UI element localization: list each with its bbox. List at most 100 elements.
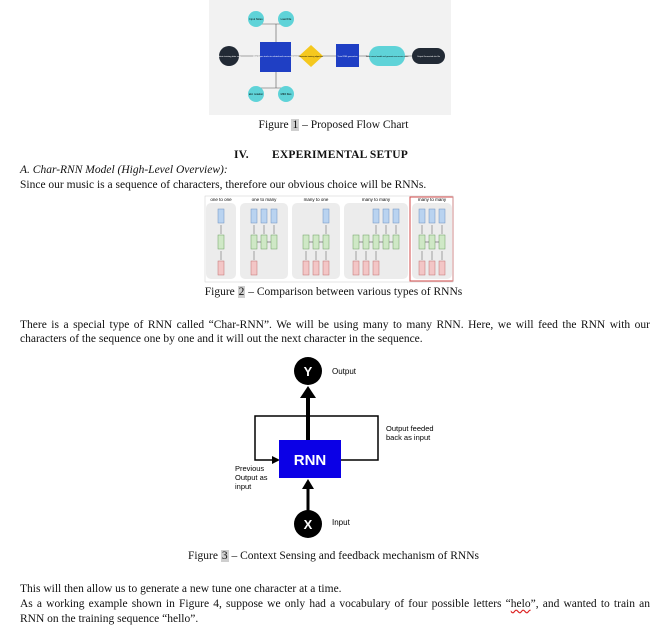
hidden-cell bbox=[438, 234, 446, 250]
feedback-label-1: Output feeded bbox=[386, 424, 434, 433]
output-cell bbox=[418, 208, 426, 224]
hidden-cell bbox=[217, 234, 225, 250]
input-cell bbox=[418, 260, 426, 276]
paragraph-2-line-1: There is a special type of RNN called “C… bbox=[20, 319, 650, 331]
figure-number: 3 bbox=[220, 550, 229, 562]
section-title: EXPERIMENTAL SETUP bbox=[272, 149, 408, 161]
output-cell bbox=[270, 208, 278, 224]
node-training-data bbox=[219, 46, 239, 66]
node-training-data-label: Obtain training data sets bbox=[217, 55, 242, 58]
input-cell bbox=[217, 260, 225, 276]
previous-label-1: Previous bbox=[235, 464, 264, 473]
rnn-label: RNN bbox=[294, 452, 327, 469]
node-load-file-label: Load File bbox=[281, 17, 292, 21]
output-node bbox=[294, 357, 322, 385]
rnn-types-diagram: one to one one to many many to one many to … bbox=[204, 195, 454, 283]
input-cell bbox=[438, 260, 446, 276]
hidden-cell bbox=[250, 234, 258, 250]
hidden-cell bbox=[392, 234, 400, 250]
misspelled-word: helo bbox=[510, 598, 531, 610]
hidden-cell bbox=[312, 234, 320, 250]
hidden-cell bbox=[418, 234, 426, 250]
hidden-cell bbox=[428, 234, 436, 250]
input-cell bbox=[428, 260, 436, 276]
previous-label-3: input bbox=[235, 482, 252, 491]
input-cell bbox=[322, 260, 330, 276]
hidden-cell bbox=[322, 234, 330, 250]
rnn-type-label: one to one bbox=[210, 197, 232, 202]
output-cell bbox=[217, 208, 225, 224]
rnn-block bbox=[279, 440, 341, 478]
node-map-tracks-label: Map, figure tracks to related and connec… bbox=[253, 55, 298, 58]
input-cell bbox=[250, 260, 258, 276]
previous-label-2: Output as bbox=[235, 473, 268, 482]
output-label: Output bbox=[332, 367, 357, 376]
feedback-arrow-icon bbox=[272, 456, 280, 464]
output-cell bbox=[428, 208, 436, 224]
input-label: Input bbox=[332, 518, 351, 527]
node-input-notes bbox=[248, 11, 264, 27]
node-midi-files-label: MIDI files bbox=[281, 92, 293, 96]
node-train-rnn bbox=[336, 44, 359, 67]
output-cell bbox=[260, 208, 268, 224]
node-output-abc bbox=[412, 48, 445, 64]
output-cell bbox=[322, 208, 330, 224]
hidden-cell bbox=[382, 234, 390, 250]
up-arrow-icon bbox=[300, 386, 316, 398]
figure-2-caption: Figure 2 – Comparison between various ty… bbox=[204, 286, 463, 298]
subsection-heading: A. Char-RNN Model (High-Level Overview): bbox=[20, 164, 228, 176]
node-abc-notation bbox=[248, 86, 264, 102]
input-node-label: X bbox=[304, 517, 313, 532]
input-cell bbox=[302, 260, 310, 276]
rnn-type-label: many to one bbox=[304, 197, 329, 202]
output-cell bbox=[372, 208, 380, 224]
input-node bbox=[294, 510, 322, 538]
figure-number: 2 bbox=[237, 286, 246, 298]
paragraph-3-line-3: RNN on the training sequence “hello”. bbox=[20, 613, 199, 625]
output-cell bbox=[392, 208, 400, 224]
node-map-tracks bbox=[260, 42, 291, 72]
hidden-cell bbox=[352, 234, 360, 250]
rnn-type-label: many to many bbox=[362, 197, 391, 202]
rnn-type-label: many to many bbox=[418, 197, 447, 202]
paragraph-3-line-1: This will then allow us to generate a ne… bbox=[20, 583, 342, 595]
input-cell bbox=[352, 260, 360, 276]
input-cell bbox=[362, 260, 370, 276]
figure-3: Y Output Output feeded back as input RNN… bbox=[228, 354, 448, 544]
paragraph-1: Since our music is a sequence of charact… bbox=[20, 179, 427, 191]
node-output-abc-label: Output Generated abc file bbox=[417, 55, 441, 58]
hidden-cell bbox=[260, 234, 268, 250]
figure-number: 1 bbox=[291, 119, 300, 131]
figure-2: one to one one to many many to one many to … bbox=[204, 195, 454, 283]
node-save-model bbox=[369, 46, 405, 66]
output-node-label: Y bbox=[304, 364, 313, 379]
input-arrow-icon bbox=[302, 479, 314, 489]
paragraph-3-line-2: As a working example shown in Figure 4, … bbox=[20, 598, 650, 610]
input-cell bbox=[312, 260, 320, 276]
figure-3-caption: Figure 3 – Context Sensing and feedback … bbox=[187, 550, 480, 562]
feedback-label-2: back as input bbox=[386, 433, 431, 442]
output-cell bbox=[250, 208, 258, 224]
figure-1-caption: Figure 1 – Proposed Flow Chart bbox=[258, 119, 409, 131]
node-midi-files bbox=[278, 86, 294, 102]
hidden-cell bbox=[302, 234, 310, 250]
flow-chart: Input Notes Load File Obtain training da… bbox=[217, 11, 445, 102]
hidden-cell bbox=[270, 234, 278, 250]
hidden-cell bbox=[372, 234, 380, 250]
node-load-file bbox=[278, 11, 294, 27]
figure-border bbox=[204, 195, 454, 283]
input-cell bbox=[372, 260, 380, 276]
node-input-notes-label: Input Notes bbox=[249, 17, 263, 21]
paragraph-2-line-2: characters of the sequence one by one an… bbox=[20, 333, 423, 345]
rnn-type-label: one to many bbox=[252, 197, 278, 202]
output-cell bbox=[382, 208, 390, 224]
section-number: IV. bbox=[234, 149, 249, 161]
node-training-algorithm bbox=[299, 45, 323, 67]
figure-1: Input Notes Load File Obtain training da… bbox=[209, 0, 451, 115]
hidden-cell bbox=[362, 234, 370, 250]
node-train-rnn-label: Train RNN generation bbox=[337, 55, 358, 58]
output-cell bbox=[438, 208, 446, 224]
node-abc-notation-label: abc notation bbox=[249, 92, 264, 96]
node-training-algorithm-label: Generate training algorithm bbox=[299, 55, 324, 58]
node-save-model-label: Save trained model and generate new musi… bbox=[366, 55, 409, 58]
